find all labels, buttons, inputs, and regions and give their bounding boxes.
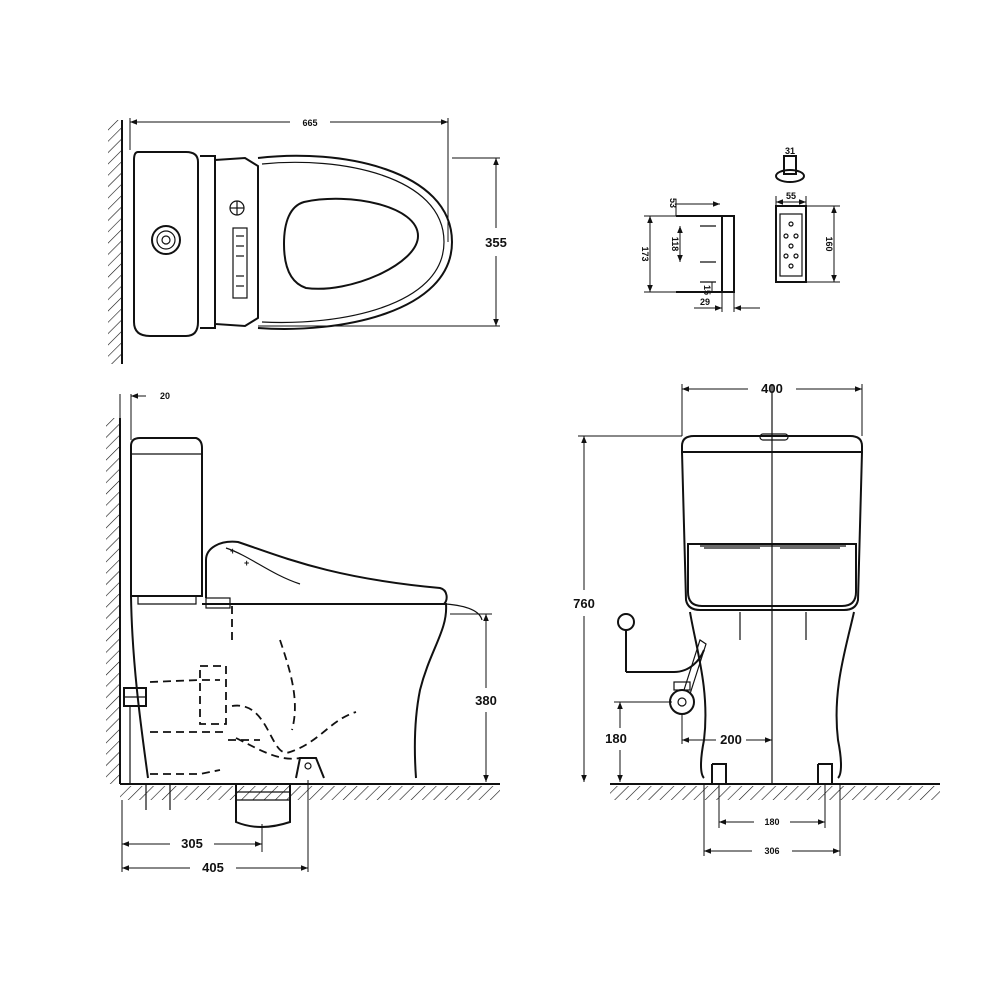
dim-bolt-spacing: 180 [764,817,779,827]
top-view: 665 355 [108,118,507,364]
dim-holder-inner: 118 [670,237,680,252]
tank-top [133,151,199,337]
mounting-bolt [711,763,727,784]
tank-side [130,437,203,597]
dim-base-length: 405 [202,860,224,875]
remote-body [775,205,807,283]
angle-valve-icon [669,689,695,715]
dim-seat-height: 380 [475,693,497,708]
control-panel [232,227,248,299]
wall-side-view [106,418,120,784]
dim-holder-depth: 53 [668,198,678,208]
dim-top-width: 665 [302,118,317,128]
remote-button-icon [788,221,794,227]
seat-front [687,543,857,607]
seat-unit-top [214,156,259,328]
remote-control-drawing: 31 55 160 [775,146,840,283]
dim-holder-bottom: 15 [702,285,712,295]
hand-sprayer-icon [617,613,635,631]
remote-knob-icon [775,169,805,183]
seat-side [205,540,448,605]
wall-top-view [108,120,122,364]
tank-front [681,435,863,453]
floor-front-view [610,786,940,800]
seat-lid-outline [257,154,454,330]
dim-front-width: 400 [761,381,783,396]
dim-rough-in: 305 [181,836,203,851]
dim-inlet-height: 180 [605,731,627,746]
dim-total-height: 760 [573,596,595,611]
dim-remote-height: 160 [824,236,834,251]
flush-button-icon [151,225,181,255]
trapway-hidden [149,606,357,775]
floor-side-view [120,786,500,800]
bowl-opening [282,197,420,290]
dim-inlet-offset: 200 [720,732,742,747]
dim-holder-height: 173 [640,246,650,261]
dim-base-width: 306 [764,846,779,856]
dim-remote-width: 55 [786,191,796,201]
bowl-body-front [689,611,855,779]
plus-icon: + [230,546,235,556]
dim-knob: 31 [785,146,795,156]
bowl-body-side [130,595,448,779]
svg-text:+: + [244,558,249,568]
dim-holder-width: 29 [700,297,710,307]
dim-top-depth: 355 [485,235,507,250]
side-view: 20 + + 380 305 [106,391,500,875]
dim-wall-offset: 20 [160,391,170,401]
front-view: 400 760 180 200 180 306 [573,381,940,856]
remote-holder-drawing: 53 173 118 15 29 [640,198,760,312]
